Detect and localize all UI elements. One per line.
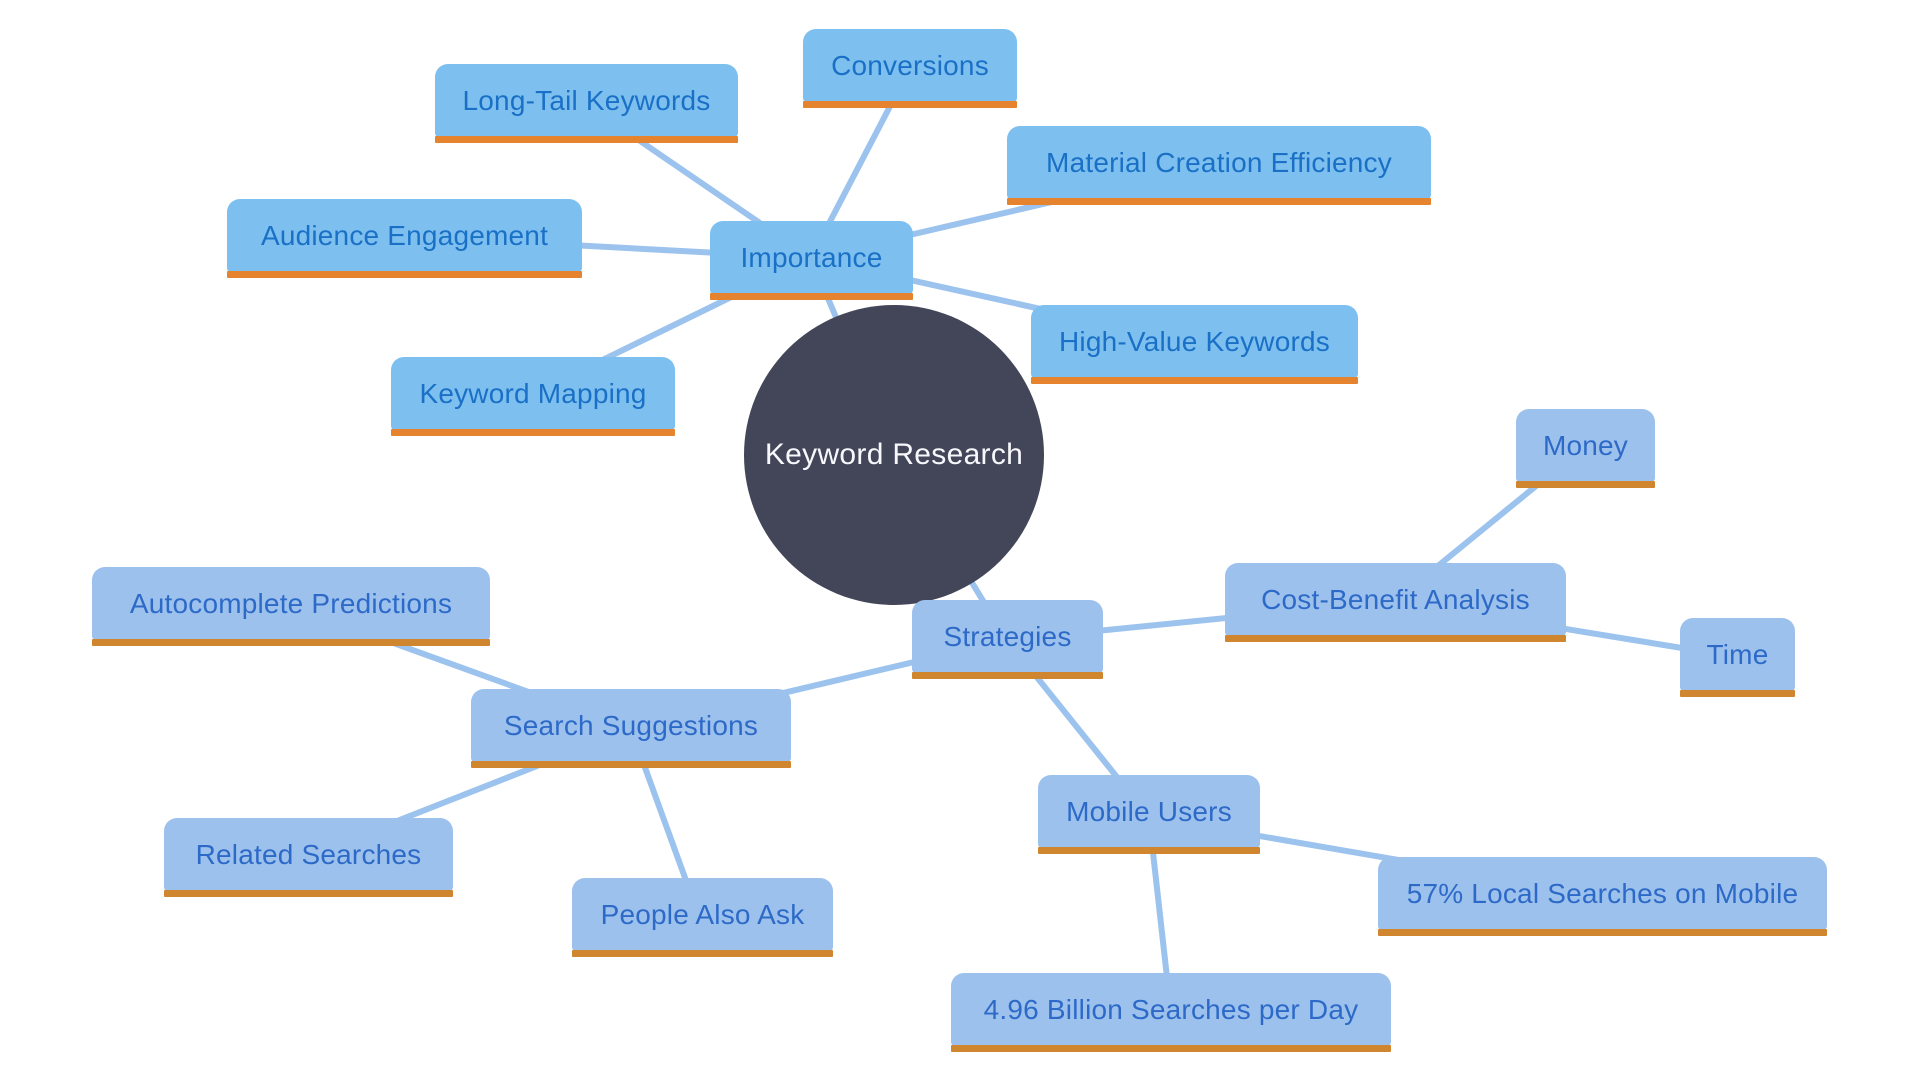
node-mobile-users-label: Mobile Users <box>1066 795 1232 827</box>
node-accent-bar <box>471 761 791 768</box>
node-audience-engagement[interactable]: Audience Engagement <box>227 199 582 278</box>
node-strategies[interactable]: Strategies <box>912 600 1103 679</box>
node-keyword-mapping-label: Keyword Mapping <box>419 377 647 409</box>
node-time[interactable]: Time <box>1680 618 1795 697</box>
node-related-searches[interactable]: Related Searches <box>164 818 453 897</box>
node-4-96-billion-searches-per-day-label: 4.96 Billion Searches per Day <box>983 993 1359 1025</box>
node-accent-bar <box>1007 198 1431 205</box>
node-people-also-ask[interactable]: People Also Ask <box>572 878 833 957</box>
node-keyword-mapping[interactable]: Keyword Mapping <box>391 357 675 436</box>
node-cost-benefit-analysis-label: Cost-Benefit Analysis <box>1261 583 1530 615</box>
node-material-creation-efficiency[interactable]: Material Creation Efficiency <box>1007 126 1431 205</box>
node-accent-bar <box>1038 847 1260 854</box>
node-accent-bar <box>1031 377 1358 384</box>
node-conversions-label: Conversions <box>831 49 989 81</box>
node-accent-bar <box>435 136 738 143</box>
node-money-label: Money <box>1542 429 1629 461</box>
node-importance-label: Importance <box>740 241 883 273</box>
node-long-tail-keywords[interactable]: Long-Tail Keywords <box>435 64 738 143</box>
node-people-also-ask-label: People Also Ask <box>600 898 805 930</box>
node-accent-bar <box>951 1045 1391 1052</box>
node-material-creation-efficiency-label: Material Creation Efficiency <box>1046 146 1392 178</box>
node-strategies-label: Strategies <box>943 620 1072 652</box>
node-accent-bar <box>710 293 913 300</box>
node-accent-bar <box>92 639 490 646</box>
node-mobile-users[interactable]: Mobile Users <box>1038 775 1260 854</box>
node-57-local-searches-on-mobile[interactable]: 57% Local Searches on Mobile <box>1378 857 1827 936</box>
node-audience-engagement-label: Audience Engagement <box>260 219 549 251</box>
node-accent-bar <box>164 890 453 897</box>
node-accent-bar <box>1516 481 1655 488</box>
node-accent-bar <box>1680 690 1795 697</box>
node-keyword-research[interactable]: Keyword Research <box>744 305 1044 605</box>
node-accent-bar <box>227 271 582 278</box>
node-related-searches-label: Related Searches <box>195 838 422 870</box>
node-long-tail-keywords-label: Long-Tail Keywords <box>462 84 711 116</box>
node-accent-bar <box>1378 929 1827 936</box>
node-accent-bar <box>803 101 1017 108</box>
node-autocomplete-predictions[interactable]: Autocomplete Predictions <box>92 567 490 646</box>
node-cost-benefit-analysis[interactable]: Cost-Benefit Analysis <box>1225 563 1566 642</box>
node-money[interactable]: Money <box>1516 409 1655 488</box>
node-4-96-billion-searches-per-day[interactable]: 4.96 Billion Searches per Day <box>951 973 1391 1052</box>
node-accent-bar <box>1225 635 1566 642</box>
center-node-label: Keyword Research <box>764 438 1024 471</box>
node-conversions[interactable]: Conversions <box>803 29 1017 108</box>
node-autocomplete-predictions-label: Autocomplete Predictions <box>129 587 453 619</box>
node-importance[interactable]: Importance <box>710 221 913 300</box>
node-accent-bar <box>572 950 833 957</box>
node-time-label: Time <box>1706 638 1769 670</box>
node-high-value-keywords[interactable]: High-Value Keywords <box>1031 305 1358 384</box>
node-accent-bar <box>391 429 675 436</box>
node-accent-bar <box>912 672 1103 679</box>
node-search-suggestions[interactable]: Search Suggestions <box>471 689 791 768</box>
node-search-suggestions-label: Search Suggestions <box>503 709 759 741</box>
node-57-local-searches-on-mobile-label: 57% Local Searches on Mobile <box>1406 877 1799 909</box>
node-high-value-keywords-label: High-Value Keywords <box>1059 325 1330 357</box>
